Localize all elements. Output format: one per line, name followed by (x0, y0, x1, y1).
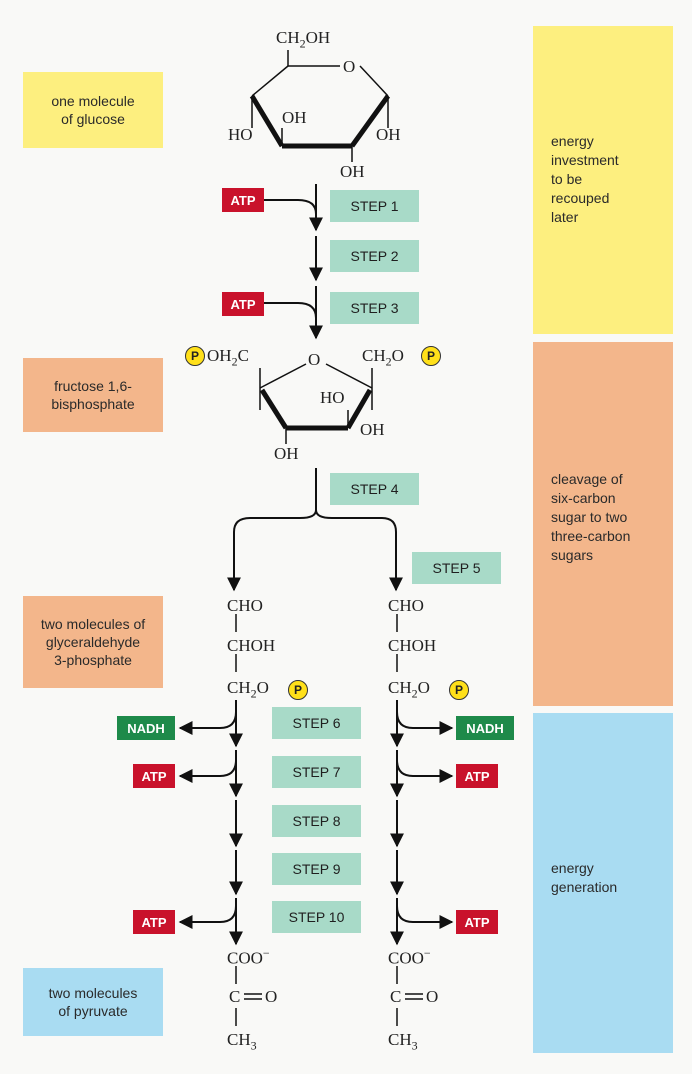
fructose-ring-o: O (308, 350, 321, 369)
glucose-ch2oh: CH2OH (276, 28, 331, 51)
glucose-ring-o: O (343, 57, 356, 76)
phase-energy-generation-label: energy generation (551, 860, 618, 895)
arrows-lower-left (178, 700, 243, 946)
glucose-oh-right: OH (376, 125, 401, 144)
nadh-left: NADH (117, 716, 175, 740)
arrows-split (227, 468, 403, 592)
step-5: STEP 5 (412, 552, 501, 584)
g3p-right-cho: CHO (388, 596, 424, 615)
step-3: STEP 3 (330, 292, 419, 324)
label-fructose-bisphosphate: fructose 1,6- bisphosphate (23, 358, 163, 432)
pyruvate-right-ch3: CH3 (388, 1030, 418, 1053)
fructose-ch2o: CH2O (362, 346, 404, 369)
atp-right-1: ATP (456, 764, 498, 788)
atp-right-2: ATP (456, 910, 498, 934)
g3p-right-ch2o: CH2O (388, 678, 430, 701)
phosphate-icon: P (421, 346, 441, 366)
step-1: STEP 1 (330, 190, 419, 222)
step-2: STEP 2 (330, 240, 419, 272)
step-4: STEP 4 (330, 473, 419, 505)
pyruvate-left-ch3: CH3 (227, 1030, 257, 1053)
fructose-ring (259, 363, 373, 444)
pyruvate-left-coo: COO− (227, 946, 270, 968)
pyruvate-left-o: O (265, 987, 278, 1006)
fructose-oh-bottom: OH (274, 444, 299, 463)
arrows-lower-right (390, 700, 454, 946)
g3p-right-choh: CHOH (388, 636, 437, 655)
phosphate-icon: P (288, 680, 308, 700)
g3p-left-ch2o: CH2O (227, 678, 269, 701)
glucose-ho-left: HO (228, 125, 253, 144)
phase-energy-investment-label: energy investment to be recouped later (551, 133, 619, 225)
step-8: STEP 8 (272, 805, 361, 837)
arrows-upper (262, 184, 323, 340)
glucose-oh-bottom: OH (340, 162, 365, 181)
phase-cleavage-label: cleavage of six-carbon sugar to two thre… (551, 471, 631, 563)
step-7: STEP 7 (272, 756, 361, 788)
nadh-right: NADH (456, 716, 514, 740)
atp-input-1: ATP (222, 188, 264, 212)
atp-left-2: ATP (133, 910, 175, 934)
fructose-ho: HO (320, 388, 345, 407)
atp-left-1: ATP (133, 764, 175, 788)
fructose-oh2c: OH2C (207, 346, 249, 369)
pyruvate-left-c: C (229, 987, 241, 1006)
pyruvate-right-coo: COO− (388, 946, 431, 968)
glucose-ring (249, 50, 391, 162)
label-glucose: one molecule of glucose (23, 72, 163, 148)
fructose-oh-right: OH (360, 420, 385, 439)
step-9: STEP 9 (272, 853, 361, 885)
phase-energy-investment: energy investment to be recouped later (533, 26, 673, 334)
bonds-chains (235, 614, 423, 1026)
label-pyruvate: two molecules of pyruvate (23, 968, 163, 1036)
phase-energy-generation: energy generation (533, 713, 673, 1053)
step-6: STEP 6 (272, 707, 361, 739)
g3p-left-choh: CHOH (227, 636, 276, 655)
phosphate-icon: P (449, 680, 469, 700)
step-10: STEP 10 (272, 901, 361, 933)
atp-input-2: ATP (222, 292, 264, 316)
glucose-oh-top: OH (282, 108, 307, 127)
phase-cleavage: cleavage of six-carbon sugar to two thre… (533, 342, 673, 706)
pyruvate-right-c: C (390, 987, 402, 1006)
g3p-left-cho: CHO (227, 596, 263, 615)
pyruvate-right-o: O (426, 987, 439, 1006)
label-glyceraldehyde-3-phosphate: two molecules of glyceraldehyde 3-phosph… (23, 596, 163, 688)
phosphate-icon: P (185, 346, 205, 366)
